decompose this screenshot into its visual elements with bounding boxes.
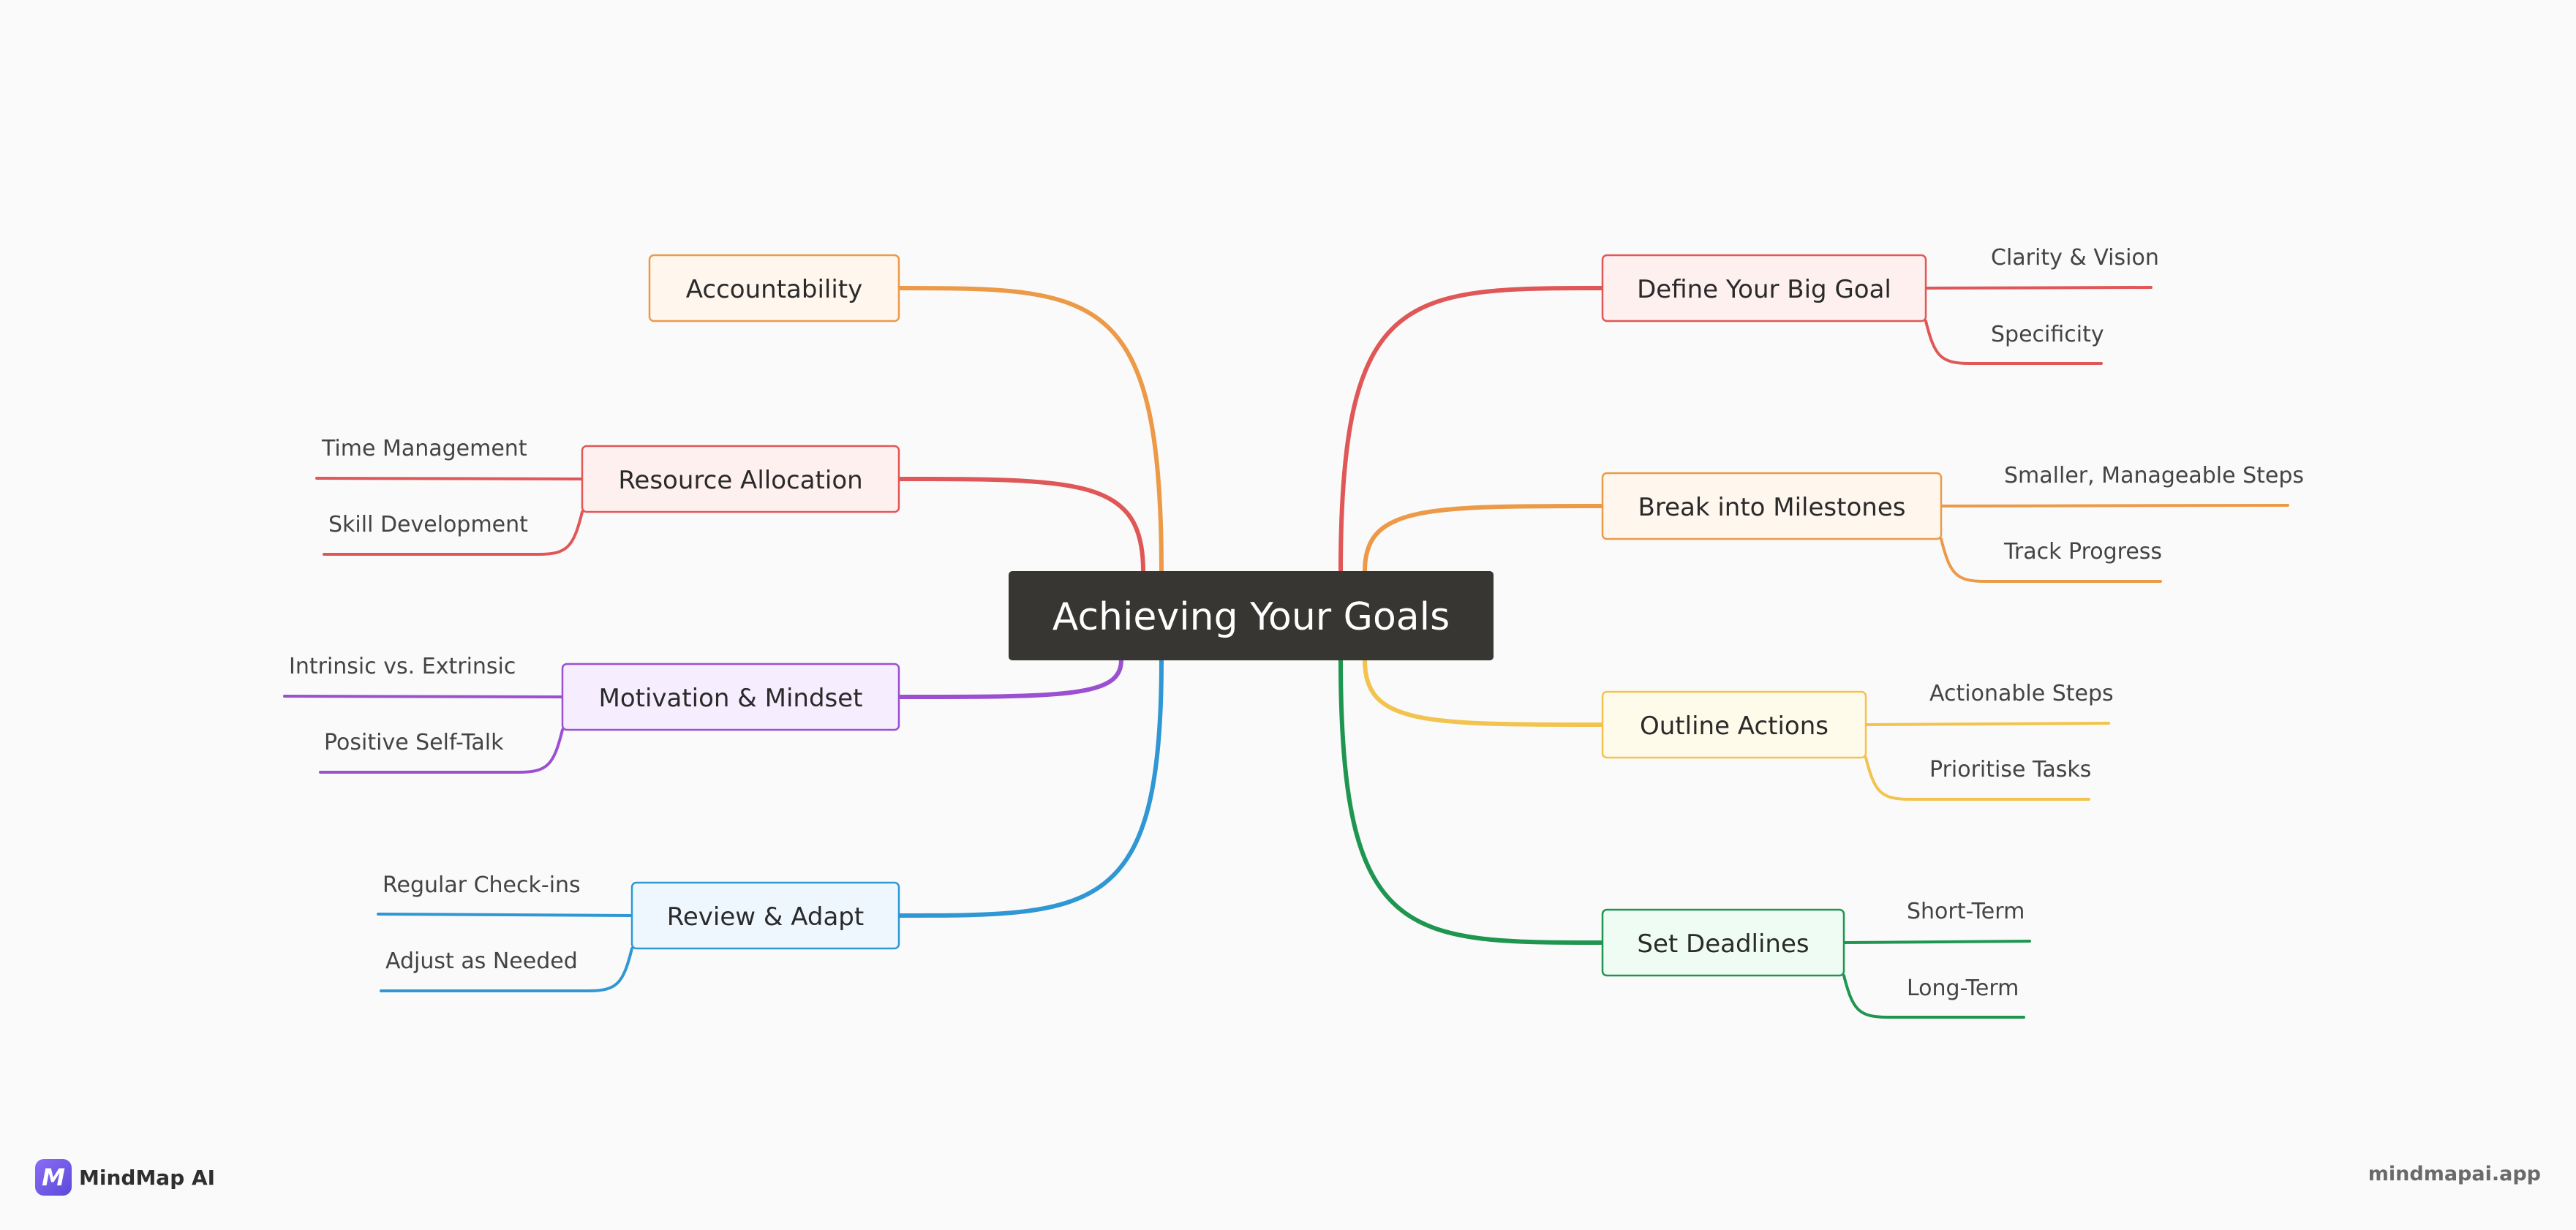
root-node-box bbox=[1009, 571, 1494, 660]
branch-node-box bbox=[630, 881, 900, 950]
branch-node-review-adapt[interactable]: Review & Adapt bbox=[630, 881, 900, 950]
branch-node-define-your-big-goal[interactable]: Define Your Big Goal bbox=[1601, 254, 1927, 322]
leaf-connector-specificity bbox=[1924, 320, 2103, 365]
connector-outline-actions bbox=[1363, 658, 1605, 727]
root-node-label: Achieving Your Goals bbox=[1052, 595, 1450, 639]
connector-define-your-big-goal bbox=[1338, 286, 1605, 573]
branch-node-outline-actions[interactable]: Outline Actions bbox=[1601, 690, 1867, 759]
connector-layer bbox=[283, 286, 2289, 1019]
leaf-node-specificity[interactable]: Specificity bbox=[1991, 322, 2104, 347]
leaf-connector-skill-development bbox=[323, 510, 584, 556]
root-node[interactable]: Achieving Your Goals bbox=[1009, 571, 1494, 660]
leaf-node-positive-self-talk[interactable]: Positive Self-Talk bbox=[324, 730, 504, 755]
branch-node-set-deadlines[interactable]: Set Deadlines bbox=[1601, 908, 1845, 977]
leaf-node-smaller-manageable-steps[interactable]: Smaller, Manageable Steps bbox=[2004, 463, 2304, 488]
leaf-node-adjust-as-needed[interactable]: Adjust as Needed bbox=[385, 948, 578, 974]
leaf-node-actionable-steps[interactable]: Actionable Steps bbox=[1929, 681, 2114, 706]
leaf-connector-positive-self-talk bbox=[319, 728, 564, 774]
branch-node-label: Review & Adapt bbox=[667, 902, 864, 932]
connector-accountability bbox=[897, 286, 1164, 573]
branch-node-label: Break into Milestones bbox=[1638, 493, 1906, 522]
branch-node-label: Accountability bbox=[686, 275, 863, 304]
site-url[interactable]: mindmapai.app bbox=[2368, 1163, 2541, 1185]
mindmap-logo-icon: M bbox=[35, 1159, 72, 1196]
leaf-connector-regular-check-ins bbox=[377, 913, 633, 917]
leaf-connector-clarity-vision bbox=[1924, 286, 2153, 290]
branch-node-box bbox=[648, 254, 900, 322]
branch-node-label: Outline Actions bbox=[1640, 712, 1829, 741]
branch-node-label: Define Your Big Goal bbox=[1637, 275, 1891, 304]
leaf-node-prioritise-tasks[interactable]: Prioritise Tasks bbox=[1929, 757, 2091, 782]
branch-node-break-into-milestones[interactable]: Break into Milestones bbox=[1601, 472, 1943, 540]
leaf-node-intrinsic-vs-extrinsic[interactable]: Intrinsic vs. Extrinsic bbox=[289, 654, 516, 679]
branch-node-label: Resource Allocation bbox=[618, 466, 862, 495]
branch-node-box bbox=[1601, 472, 1943, 540]
branch-node-resource-allocation[interactable]: Resource Allocation bbox=[581, 445, 900, 513]
connector-motivation-mindset bbox=[897, 658, 1123, 699]
branch-node-box bbox=[581, 445, 900, 513]
node-layer: Achieving Your Goals Define Your Big Goal… bbox=[289, 245, 2304, 1001]
leaf-node-regular-check-ins[interactable]: Regular Check-ins bbox=[383, 872, 581, 898]
branch-node-box bbox=[1601, 908, 1845, 977]
branch-node-box bbox=[561, 663, 900, 731]
leaf-node-long-term[interactable]: Long-Term bbox=[1907, 976, 2019, 1001]
branch-node-motivation-mindset[interactable]: Motivation & Mindset bbox=[561, 663, 900, 731]
connector-break-into-milestones bbox=[1363, 504, 1605, 573]
leaf-connector-short-term bbox=[1842, 940, 2031, 944]
brand-name: MindMap AI bbox=[79, 1165, 216, 1190]
leaf-node-skill-development[interactable]: Skill Development bbox=[328, 512, 528, 537]
leaf-connector-adjust-as-needed bbox=[380, 947, 633, 992]
leaf-node-time-management[interactable]: Time Management bbox=[321, 436, 527, 461]
leaf-node-track-progress[interactable]: Track Progress bbox=[2003, 539, 2162, 565]
leaf-connector-track-progress bbox=[1940, 537, 2162, 583]
leaf-node-short-term[interactable]: Short-Term bbox=[1907, 899, 2025, 924]
leaf-connector-smaller-manageable-steps bbox=[1940, 504, 2289, 508]
branch-node-box bbox=[1601, 690, 1867, 759]
leaf-connector-time-management bbox=[315, 477, 584, 480]
leaf-connector-prioritise-tasks bbox=[1864, 756, 2090, 801]
brand: M MindMap AI bbox=[35, 1158, 215, 1196]
leaf-connector-intrinsic-vs-extrinsic bbox=[283, 695, 564, 698]
branch-node-label: Motivation & Mindset bbox=[598, 684, 862, 713]
branch-node-box bbox=[1601, 254, 1927, 322]
connector-review-adapt bbox=[897, 658, 1164, 918]
branch-node-label: Set Deadlines bbox=[1637, 929, 1809, 959]
connector-set-deadlines bbox=[1338, 658, 1605, 945]
leaf-connector-long-term bbox=[1842, 974, 2025, 1019]
connector-resource-allocation bbox=[897, 477, 1145, 573]
leaf-connector-actionable-steps bbox=[1864, 722, 2110, 726]
branch-node-accountability[interactable]: Accountability bbox=[648, 254, 900, 322]
leaf-node-clarity-vision[interactable]: Clarity & Vision bbox=[1991, 245, 2159, 271]
